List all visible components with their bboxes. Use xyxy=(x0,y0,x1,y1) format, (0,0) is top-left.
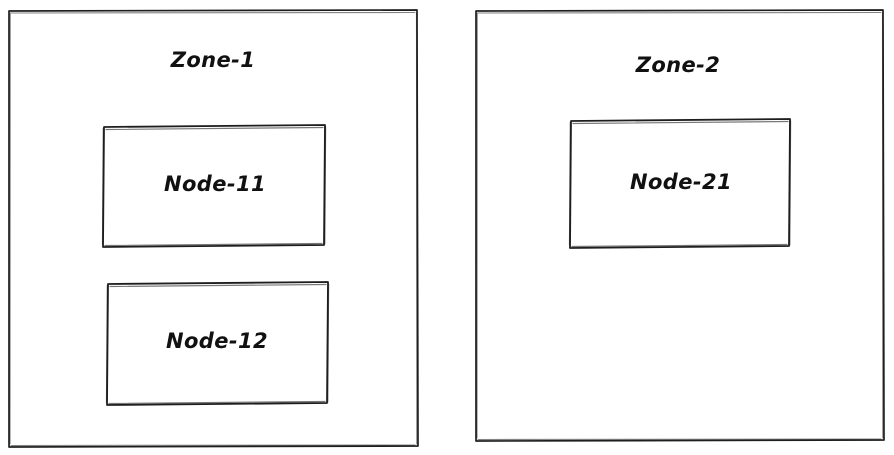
node-11-label: Node-11 xyxy=(163,172,267,196)
node-12-shape[interactable] xyxy=(105,281,330,406)
node-21-outline-sketch-pass xyxy=(568,120,792,248)
node-12-outline-sketch-pass xyxy=(105,283,330,405)
node-21-label: Node-21 xyxy=(629,170,733,194)
zone-2-outline-sketch-pass xyxy=(476,11,884,441)
zone-2-label: Zone-2 xyxy=(635,53,721,77)
node-11-outline-sketch-pass xyxy=(101,126,327,247)
node-21-shape[interactable] xyxy=(568,118,792,249)
node-12-label: Node-12 xyxy=(165,329,269,353)
node-11-shape[interactable] xyxy=(101,124,327,248)
zone-1-label: Zone-1 xyxy=(170,48,256,72)
zone-1-outline-sketch-pass xyxy=(9,11,418,447)
